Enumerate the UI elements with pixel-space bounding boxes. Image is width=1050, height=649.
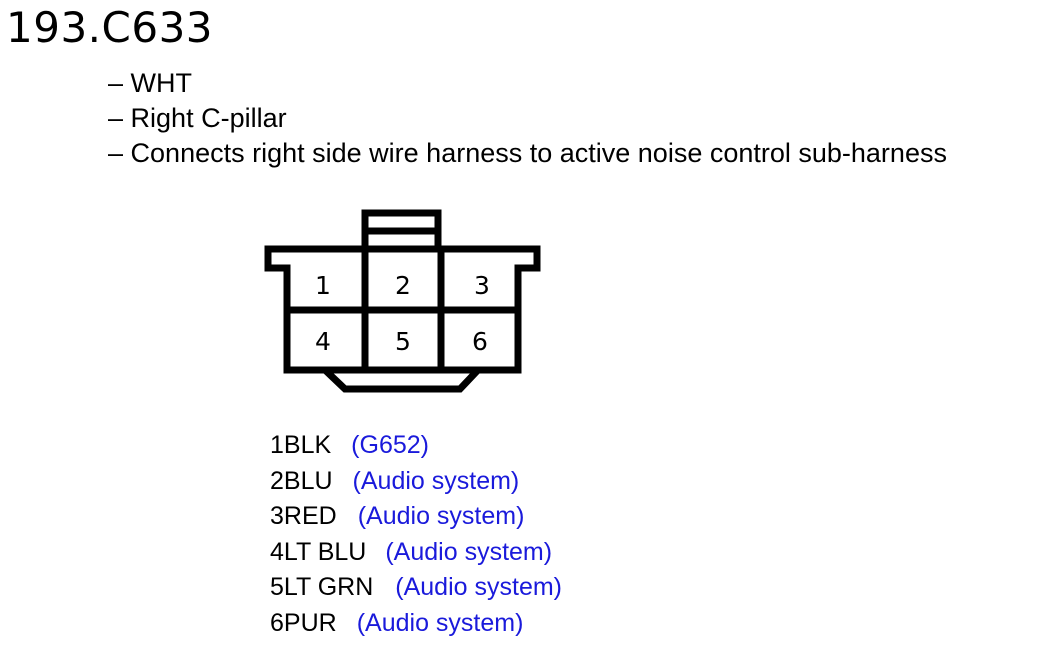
circuit-link[interactable]: (Audio system)	[357, 502, 525, 530]
pinout-list: 1BLK (G652) 2BLU (Audio system) 3RED (Audio…	[270, 428, 562, 641]
bottom-key	[322, 367, 481, 393]
detail-location: – Right C-pillar	[108, 103, 287, 133]
wire-color: BLU	[283, 466, 333, 495]
pin-label: 5	[395, 327, 411, 356]
circuit-link[interactable]: (Audio system)	[356, 608, 524, 637]
pinout-row: 4LT BLU (Audio system)	[270, 535, 562, 571]
wire-pin: 5	[270, 573, 284, 601]
wire-color: LT BLU	[283, 537, 367, 566]
connector-outline	[264, 209, 541, 393]
pin-label: 1	[315, 271, 331, 300]
connector-body	[264, 245, 541, 374]
wire-pin: 3	[270, 502, 284, 530]
pin-label: 2	[395, 271, 411, 300]
wire-pin: 1	[270, 431, 284, 459]
wire-pin: 4	[270, 537, 284, 566]
wire-pin: 2	[270, 466, 284, 495]
wire-color: LT GRN	[283, 573, 374, 601]
circuit-link[interactable]: (Audio system)	[385, 537, 553, 566]
wire-color: PUR	[283, 608, 337, 637]
wire-color: RED	[283, 502, 337, 530]
detail-color: – WHT	[108, 68, 193, 98]
circuit-link[interactable]: (Audio system)	[395, 573, 562, 601]
circuit-link[interactable]: (G652)	[351, 431, 429, 459]
pin-label: 3	[474, 271, 490, 300]
connector-details: – WHT – Right C-pillar – Connects right …	[108, 66, 947, 171]
connector-title: 193.C633	[6, 3, 214, 52]
wire-color: BLK	[283, 431, 332, 459]
circuit-link[interactable]: (Audio system)	[352, 466, 520, 495]
pinout-row: 6PUR (Audio system)	[270, 606, 562, 642]
pinout-row: 3RED (Audio system)	[270, 499, 562, 535]
detail-connection: – Connects right side wire harness to ac…	[108, 138, 947, 168]
pin-label: 6	[472, 327, 488, 356]
pinout-row: 2BLU (Audio system)	[270, 464, 562, 500]
wire-pin: 6	[270, 608, 284, 637]
pinout-row: 1BLK (G652)	[270, 428, 562, 464]
pinout-row: 5LT GRN (Audio system)	[270, 570, 562, 606]
pin-label: 4	[315, 327, 331, 356]
